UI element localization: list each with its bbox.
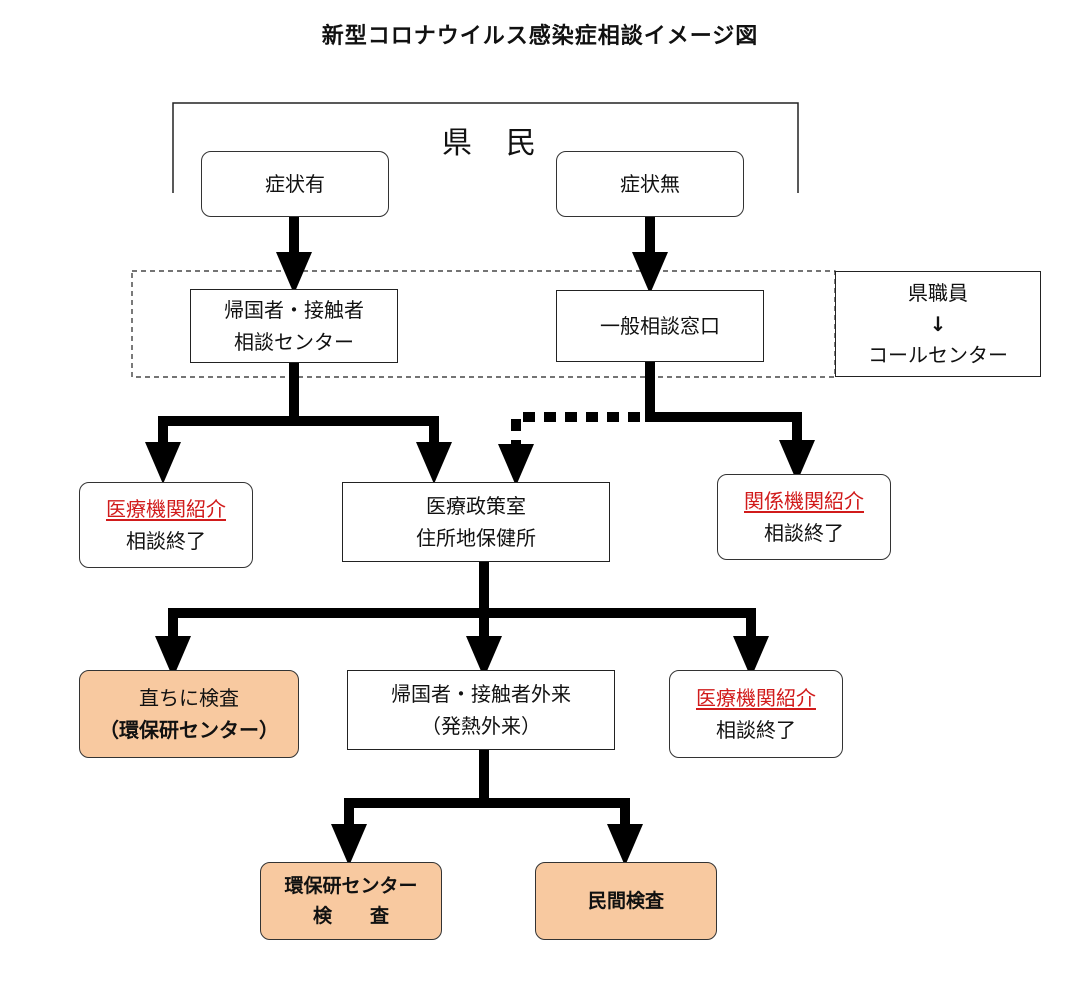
medical-referral-left-title: 医療機関紹介 bbox=[106, 497, 226, 521]
connector-outpatient-right bbox=[484, 798, 630, 826]
connector-office-split bbox=[168, 562, 489, 640]
returnee-outpatient-box: 帰国者・接触者外来 （発熱外来） bbox=[347, 670, 615, 750]
health-office-box: 医療政策室 住所地保健所 bbox=[342, 482, 610, 562]
immediate-test-line2: （環保研センター） bbox=[99, 718, 279, 742]
outpatient-line1: 帰国者・接触者外来 bbox=[391, 682, 571, 706]
immediate-test-box: 直ちに検査 （環保研センター） bbox=[79, 670, 299, 758]
medical-referral-left-status: 相談終了 bbox=[126, 529, 206, 553]
env-center-test-line1: 環保研センター bbox=[284, 874, 418, 897]
diagram-title: 新型コロナウイルス感染症相談イメージ図 bbox=[321, 24, 759, 49]
health-office-line1: 医療政策室 bbox=[426, 494, 526, 518]
residents-label: 県 民 bbox=[442, 126, 538, 161]
connector-center-to-office bbox=[289, 416, 439, 445]
returnee-contact-center-box: 帰国者・接触者 相談センター bbox=[190, 289, 398, 363]
env-center-test-box: 環保研センター 検 査 bbox=[260, 862, 442, 940]
residents-outline bbox=[172, 102, 799, 193]
env-center-test-line2: 検 査 bbox=[312, 905, 389, 927]
medical-referral-left-box: 医療機関紹介 相談終了 bbox=[79, 482, 253, 568]
returnee-center-line1: 帰国者・接触者 bbox=[224, 298, 364, 322]
general-desk-label: 一般相談窓口 bbox=[600, 314, 720, 338]
private-test-label: 民間検査 bbox=[587, 889, 664, 912]
symptomatic-box: 症状有 bbox=[201, 151, 389, 217]
connector-office-right bbox=[484, 608, 756, 638]
call-center-line2: コールセンター bbox=[868, 342, 1008, 367]
medical-referral-right-title: 医療機関紹介 bbox=[696, 686, 816, 710]
health-office-line2: 住所地保健所 bbox=[416, 526, 536, 550]
connector-outpatient-split bbox=[344, 748, 489, 826]
connector-desk-dotted bbox=[511, 412, 640, 450]
symptomatic-label: 症状有 bbox=[265, 172, 325, 196]
related-referral-box: 関係機関紹介 相談終了 bbox=[717, 474, 891, 560]
immediate-test-line1: 直ちに検査 bbox=[139, 686, 239, 710]
medical-referral-right-status: 相談終了 bbox=[716, 718, 796, 742]
down-arrow-icon: ↓ bbox=[929, 311, 947, 336]
medical-referral-right-box: 医療機関紹介 相談終了 bbox=[669, 670, 843, 758]
private-test-box: 民間検査 bbox=[535, 862, 717, 940]
asymptomatic-label: 症状無 bbox=[620, 172, 680, 196]
general-desk-box: 一般相談窓口 bbox=[556, 290, 764, 362]
outpatient-line2: （発熱外来） bbox=[421, 714, 541, 738]
asymptomatic-box: 症状無 bbox=[556, 151, 744, 217]
call-center-box: 県職員 ↓ コールセンター bbox=[835, 271, 1041, 377]
related-referral-title: 関係機関紹介 bbox=[744, 489, 864, 513]
call-center-line1: 県職員 bbox=[908, 280, 968, 305]
returnee-center-line2: 相談センター bbox=[234, 330, 354, 354]
related-referral-status: 相談終了 bbox=[764, 521, 844, 545]
connector-center-split bbox=[158, 362, 299, 445]
connector-desk-split bbox=[645, 362, 802, 444]
